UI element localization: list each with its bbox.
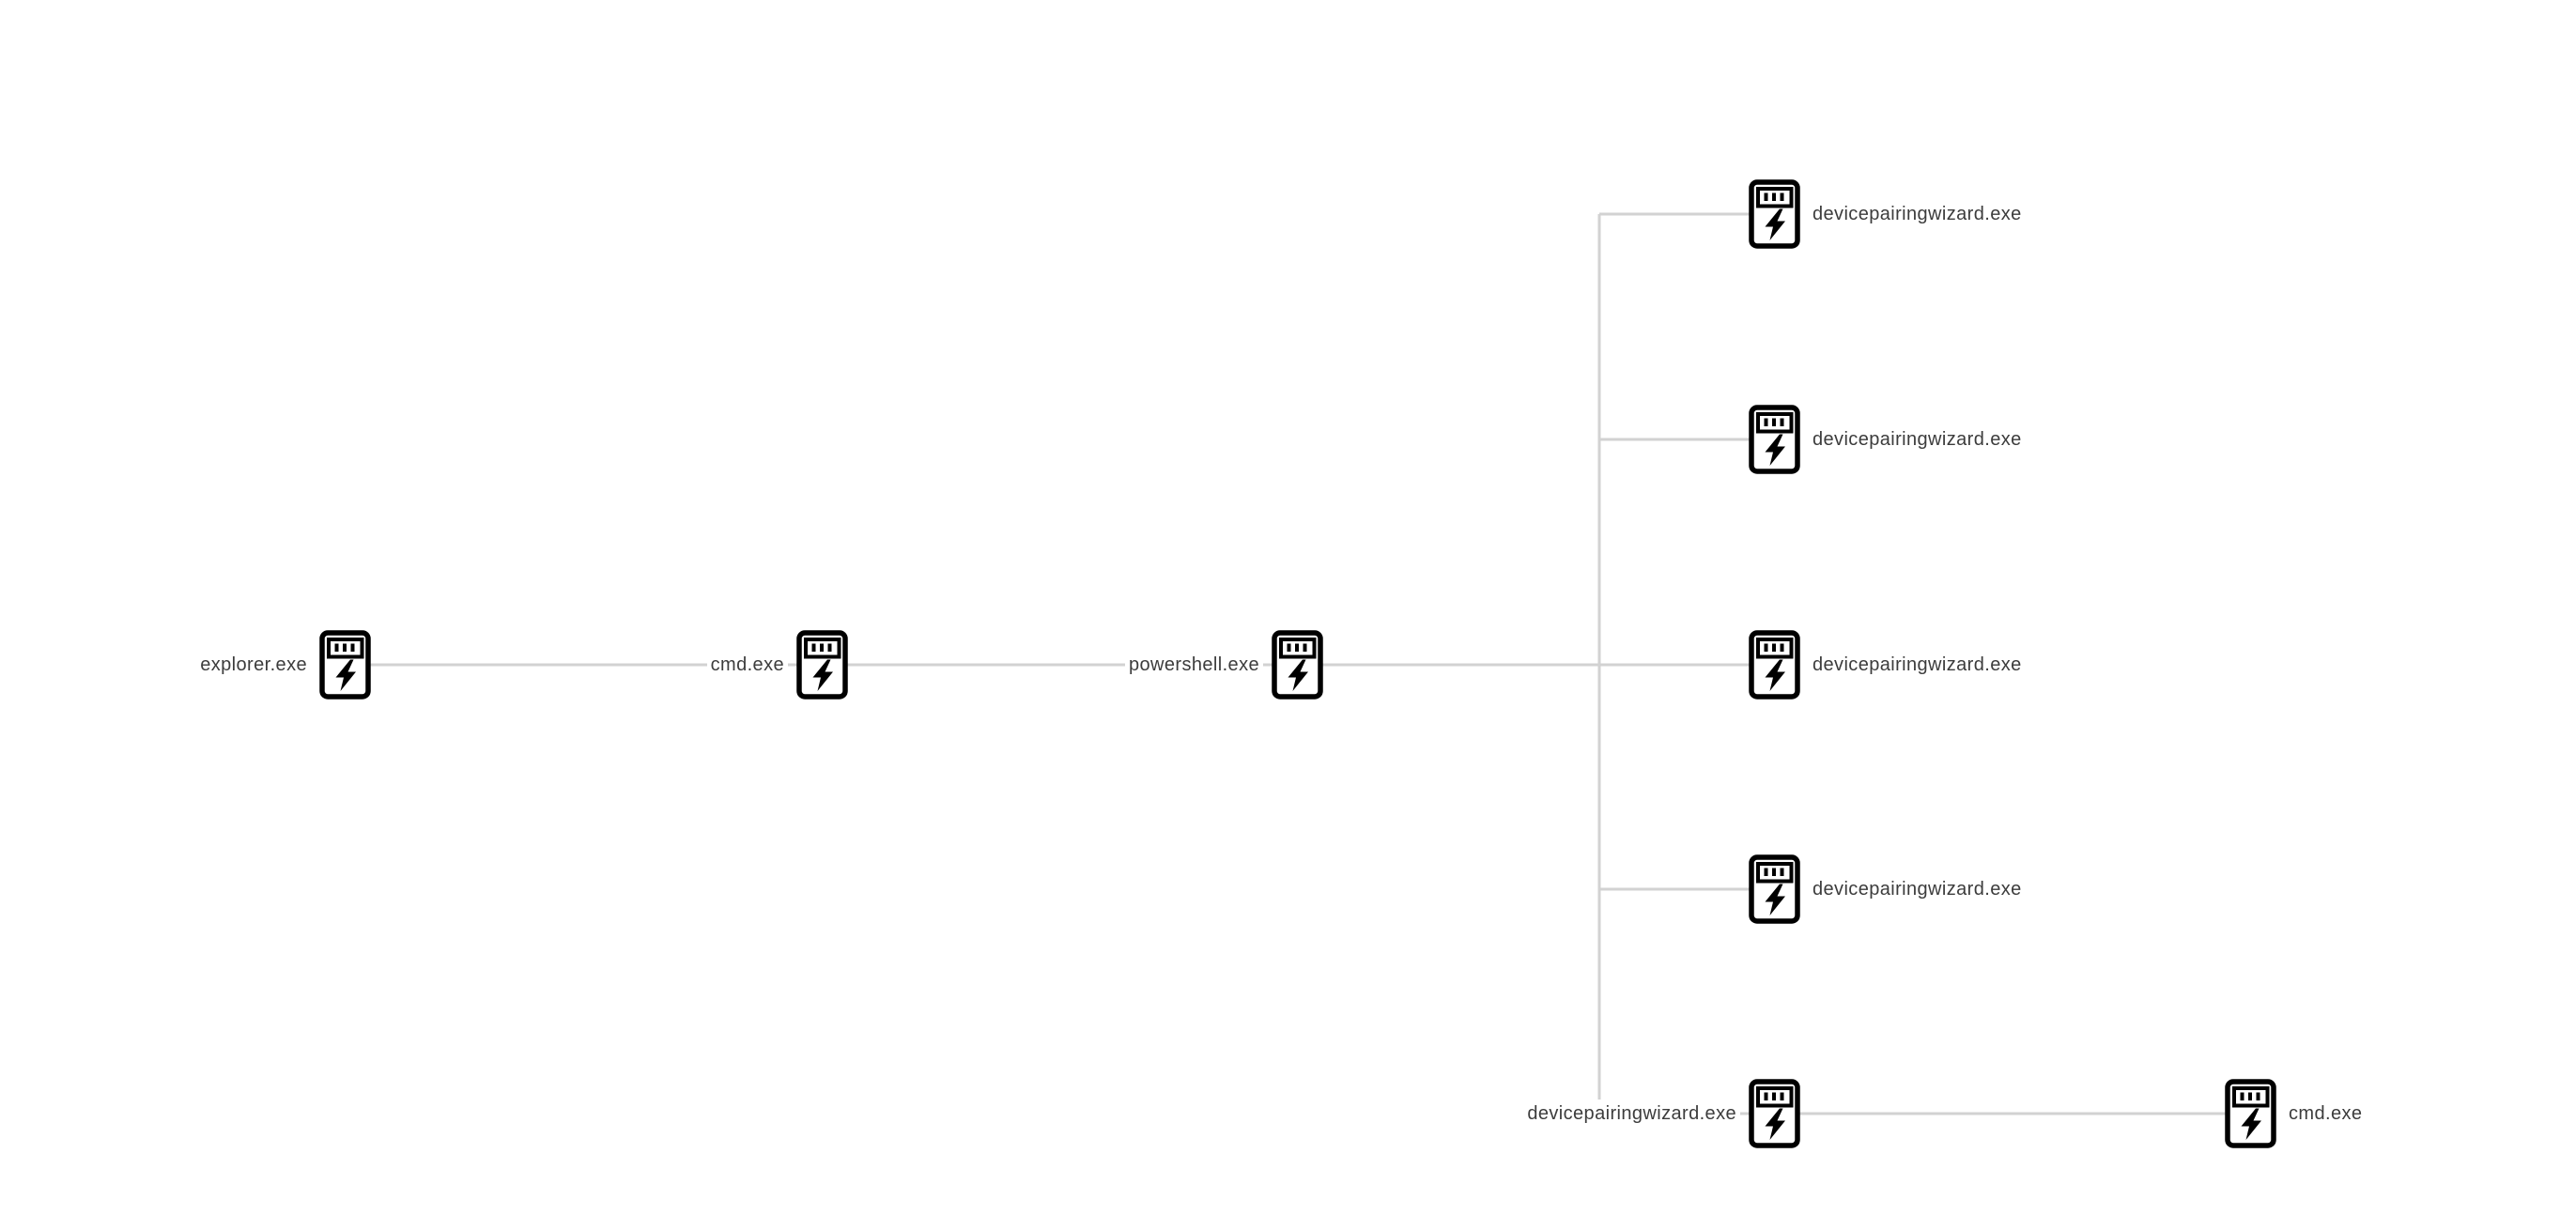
process-node-devicepairingwizard-3[interactable]: devicepairingwizard.exe <box>1749 630 2026 700</box>
process-icon[interactable] <box>1749 179 1800 249</box>
process-node-cmd-child[interactable]: cmd.exe <box>2225 1079 2367 1148</box>
process-icon[interactable] <box>1272 630 1323 700</box>
process-node-devicepairingwizard-1[interactable]: devicepairingwizard.exe <box>1749 179 2026 249</box>
process-icon[interactable] <box>1749 630 1800 700</box>
process-icon[interactable] <box>2225 1079 2276 1148</box>
process-node-devicepairingwizard-2[interactable]: devicepairingwizard.exe <box>1749 405 2026 474</box>
process-icon[interactable] <box>319 630 371 700</box>
process-node-devicepairingwizard-4[interactable]: devicepairingwizard.exe <box>1749 854 2026 924</box>
process-icon[interactable] <box>1749 1079 1800 1148</box>
process-node-devicepairingwizard-5[interactable]: devicepairingwizard.exe <box>1523 1079 1800 1148</box>
process-label: explorer.exe <box>196 651 311 679</box>
process-label: devicepairingwizard.exe <box>1809 200 2026 228</box>
process-node-explorer[interactable]: explorer.exe <box>196 630 371 700</box>
process-icon[interactable] <box>1749 405 1800 474</box>
process-label: powershell.exe <box>1124 651 1263 679</box>
process-node-powershell[interactable]: powershell.exe <box>1124 630 1323 700</box>
process-icon[interactable] <box>796 630 848 700</box>
process-label: cmd.exe <box>706 651 788 679</box>
process-icon[interactable] <box>1749 854 1800 924</box>
process-label: devicepairingwizard.exe <box>1809 651 2026 679</box>
process-label: devicepairingwizard.exe <box>1809 875 2026 903</box>
process-node-cmd[interactable]: cmd.exe <box>706 630 848 700</box>
process-label: cmd.exe <box>2285 1100 2367 1128</box>
process-label: devicepairingwizard.exe <box>1809 425 2026 454</box>
process-label: devicepairingwizard.exe <box>1523 1100 1740 1128</box>
